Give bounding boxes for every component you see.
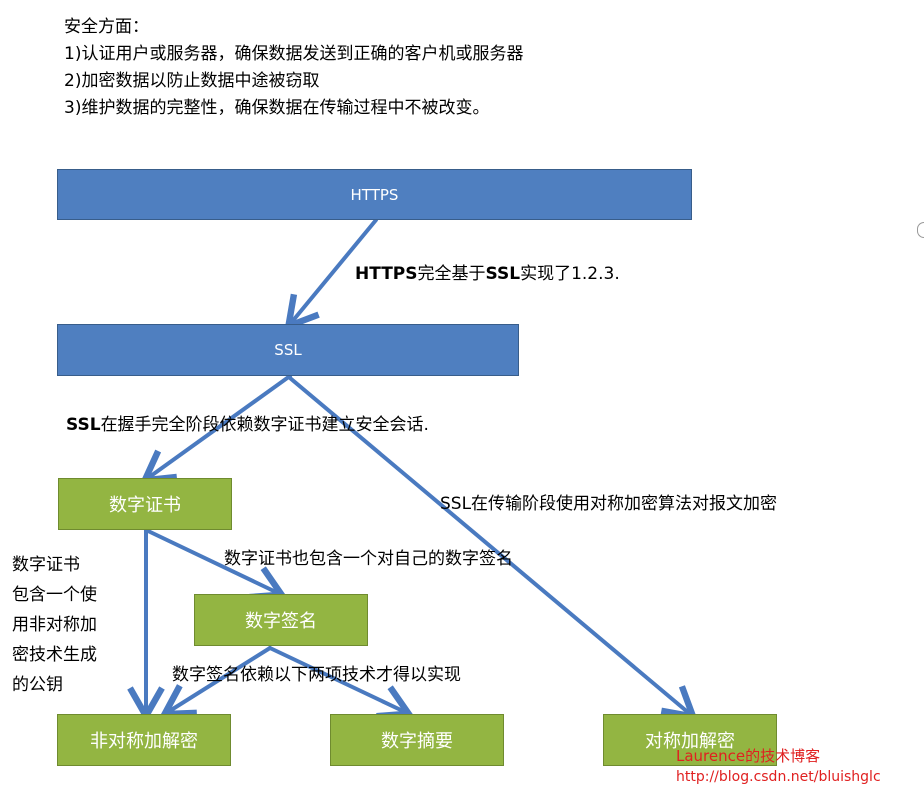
side-note-line: 数字证书 [12, 555, 80, 575]
label-ssl-symmetric: SSL在传输阶段使用对称加密算法对报文加密 [440, 494, 778, 514]
label-https-bold: HTTPS [355, 264, 418, 284]
side-note-line: 密技术生成 [12, 645, 97, 665]
label-cert-signature: 数字证书也包含一个对自己的数字签名 [224, 549, 513, 569]
edge-handle-icon [917, 222, 924, 238]
side-note: 数字证书 包含一个使 用非对称加 密技术生成 的公钥 [12, 550, 97, 700]
node-digital-signature: 数字签名 [194, 594, 368, 646]
node-symmetric-encryption: 对称加解密 [603, 714, 777, 766]
label-signature-tech: 数字签名依赖以下两项技术才得以实现 [172, 665, 461, 685]
side-note-line: 用非对称加 [12, 615, 97, 635]
label-ssl-cert: SSL在握手完全阶段依赖数字证书建立安全会话. [66, 410, 429, 435]
watermark-url: http://blog.csdn.net/bluishglc [676, 769, 881, 785]
side-note-line: 包含一个使 [12, 585, 97, 605]
node-https: HTTPS [57, 169, 692, 220]
arrow-sig-asym [159, 646, 272, 718]
watermark-author: Laurence的技术博客 [676, 747, 821, 765]
label-ssl-cert-text: 在握手完全阶段依赖数字证书建立安全会话. [100, 415, 429, 435]
label-ssl-bold: SSL [485, 264, 521, 284]
label-https-ssl: HTTPS完全基于SSL实现了1.2.3. [355, 259, 620, 284]
arrow-ssl-cert [139, 374, 292, 485]
intro-text: 安全方面： 1)认证用户或服务器，确保数据发送到正确的客户机或服务器 2)加密数… [64, 14, 523, 122]
intro-point-2: 2)加密数据以防止数据中途被窃取 [64, 71, 320, 91]
arrow-cert-sig [144, 528, 288, 601]
label-https-text-a: 完全基于 [417, 264, 486, 284]
arrow-ssl-sym [288, 376, 699, 721]
node-digital-certificate: 数字证书 [58, 478, 232, 530]
side-note-line: 的公钥 [12, 675, 63, 695]
intro-title: 安全方面： [64, 17, 149, 37]
node-ssl: SSL [57, 324, 519, 376]
arrow-sig-digest [268, 646, 415, 720]
label-ssl-cert-bold: SSL [66, 415, 101, 435]
intro-point-3: 3)维护数据的完整性，确保数据在传输过程中不被改变。 [64, 98, 490, 118]
node-digest: 数字摘要 [330, 714, 504, 766]
intro-point-1: 1)认证用户或服务器，确保数据发送到正确的客户机或服务器 [64, 44, 524, 64]
arrow-https-ssl [284, 218, 378, 332]
label-https-text-b: 实现了1.2.3. [520, 264, 620, 284]
node-asymmetric-encryption: 非对称加解密 [57, 714, 231, 766]
